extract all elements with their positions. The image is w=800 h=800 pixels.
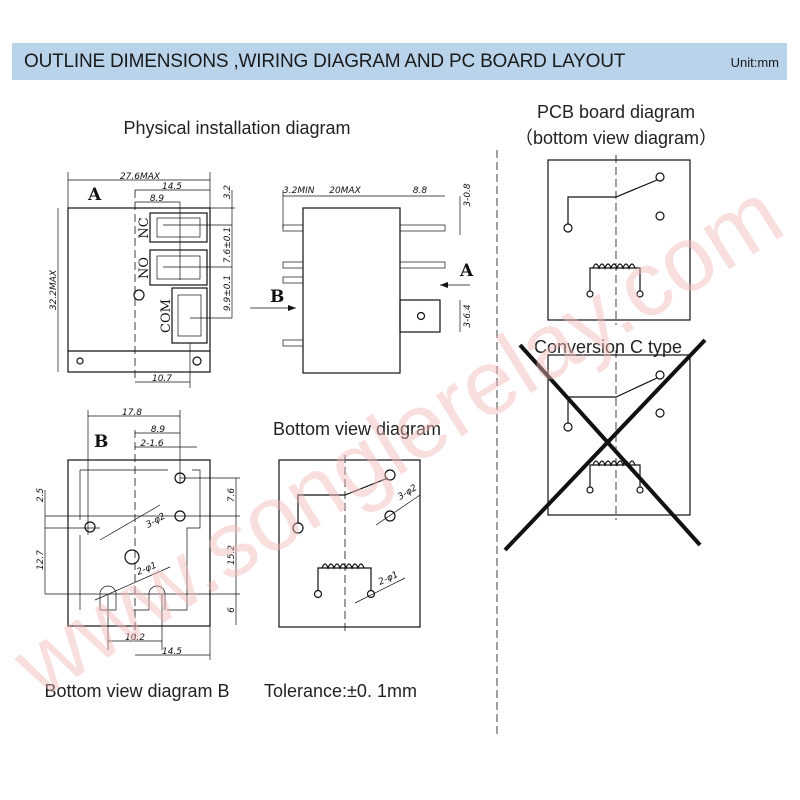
- view-label-a: A: [87, 185, 102, 205]
- dim-3-6-4: 3-6.4: [463, 304, 473, 328]
- view-label-b: B: [94, 432, 108, 452]
- physical-title: Physical installation diagram: [123, 118, 350, 138]
- dim-9-9: 9.9±0.1: [223, 275, 233, 311]
- pin-nc: NC: [137, 217, 152, 238]
- dim-8-8: 8.8: [413, 186, 428, 196]
- dim-10-2: 10.2: [125, 633, 145, 643]
- dim-12-7: 12.7: [36, 550, 46, 570]
- dim-2-5: 2.5: [36, 488, 46, 503]
- header-bar: OUTLINE DIMENSIONS ,WIRING DIAGRAM AND P…: [12, 43, 787, 80]
- pcb-title: PCB board diagram: [537, 102, 695, 122]
- tolerance-note: Tolerance:±0. 1mm: [264, 681, 417, 701]
- front-view: A 27.6MAX 14.5 8.9 32.2MAX 3.2 7.6±0.1 9…: [49, 172, 235, 388]
- dim-6: 6: [227, 607, 237, 613]
- dim-7-6: 7.6±0.1: [223, 227, 233, 263]
- dim-14-5: 14.5: [162, 182, 182, 192]
- dim-3-2: 3.2: [223, 185, 233, 200]
- pin-com: COM: [159, 299, 174, 333]
- unit-label: Unit:mm: [730, 55, 779, 70]
- dim-8-9b: 8.9: [151, 425, 166, 435]
- dim-2-1-6: 2-1.6: [140, 439, 164, 449]
- dim-2-phi1-bv: 2-φ1: [377, 570, 400, 588]
- dim-7-6b: 7.6: [227, 488, 237, 503]
- conversion-c-diagram: [503, 338, 707, 552]
- bottom-view-title: Bottom view diagram: [273, 419, 441, 439]
- conversion-title: Conversion C type: [534, 337, 682, 357]
- bottom-view-b-title: Bottom view diagram B: [44, 681, 229, 701]
- side-view: 3.2MIN 20MAX 8.8 3-0.8 3-6.4 A B: [250, 183, 474, 374]
- dim-width: 27.6MAX: [120, 172, 161, 182]
- header-title: OUTLINE DIMENSIONS ,WIRING DIAGRAM AND P…: [24, 51, 626, 72]
- pcb-subtitle: （bottom view diagram）: [515, 128, 717, 148]
- arrow-a-label: A: [459, 261, 474, 281]
- cross-out-mark: [503, 338, 707, 552]
- dim-3-2min: 3.2MIN: [283, 186, 315, 196]
- pin-no: NO: [137, 257, 152, 279]
- arrow-b-label: B: [270, 287, 284, 307]
- dim-10-7: 10.7: [152, 374, 172, 384]
- pcb-diagram: [547, 155, 691, 325]
- dim-17-8: 17.8: [122, 408, 142, 418]
- dim-8-9: 8.9: [150, 194, 165, 204]
- dim-14-5b: 14.5: [162, 647, 182, 657]
- dim-height: 32.2MAX: [49, 269, 59, 310]
- dim-20max: 20MAX: [329, 186, 361, 196]
- dim-15-2: 15.2: [227, 545, 237, 565]
- dim-3-0-8: 3-0.8: [463, 183, 473, 207]
